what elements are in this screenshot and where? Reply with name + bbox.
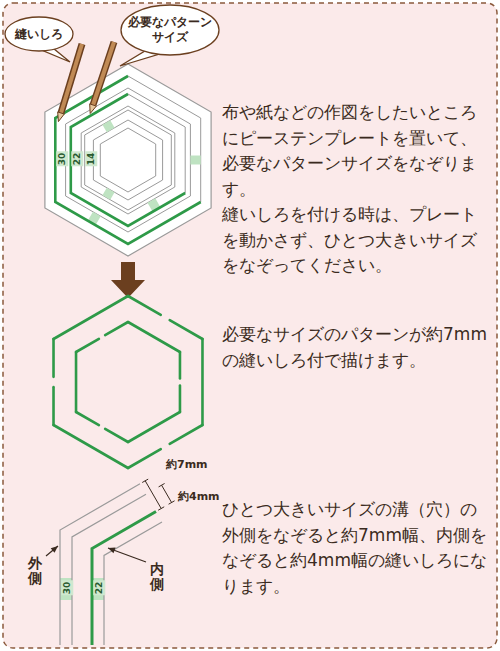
pattern-line — [54, 296, 128, 339]
pattern-line — [105, 322, 128, 335]
bubble-body — [5, 17, 73, 51]
slot-bridge — [106, 123, 110, 131]
body-text: ひとつ大きいサイズの溝（穴）の外側をなぞると約7mm幅、内側をなぞると約4mm幅… — [222, 497, 492, 599]
pencil — [93, 42, 114, 105]
slot-bridge — [92, 214, 97, 223]
slot-edge — [55, 76, 200, 244]
dimension-label: 約7mm — [166, 458, 208, 472]
size-number: 14 — [85, 151, 97, 166]
size-number: 30 — [56, 151, 68, 166]
dimension-tick — [142, 479, 148, 482]
side-label: 内側 — [150, 562, 164, 593]
leader-line — [46, 546, 58, 556]
bubble-text: 縫いしろ — [12, 27, 66, 42]
pattern-line — [76, 412, 99, 425]
slot-edge — [72, 494, 146, 645]
center-hole — [100, 128, 155, 192]
pattern-hexagon — [54, 296, 203, 468]
arrow-head — [108, 548, 116, 554]
speech-bubble: 縫いしろ — [4, 16, 74, 52]
size-number: 30 — [61, 580, 73, 595]
pattern-line — [128, 296, 161, 315]
pencil-tip — [58, 112, 65, 122]
body-text: 必要なサイズのパターンが約7mmの縫いしろ付で描けます。 — [222, 322, 492, 373]
traced-line — [92, 512, 156, 646]
pattern-line — [128, 322, 180, 352]
traced-line — [55, 76, 200, 244]
dimension-line — [145, 481, 161, 509]
pattern-line — [170, 320, 203, 339]
pencil-tip — [90, 104, 97, 114]
dimension-tick — [159, 483, 165, 486]
dimension-label: 約4mm — [178, 490, 220, 504]
pattern-line — [201, 339, 204, 425]
pattern-line — [179, 386, 182, 412]
size-number: 22 — [71, 151, 83, 166]
leader-line — [108, 548, 146, 562]
slot-edge — [85, 110, 172, 210]
pattern-line — [170, 425, 203, 444]
template-illustration — [45, 42, 211, 256]
pattern-line — [52, 339, 55, 377]
pattern-line — [75, 352, 78, 412]
speech-bubble: 必要なパターンサイズ — [120, 4, 220, 56]
pattern-line — [128, 412, 180, 442]
bubble-body — [121, 5, 219, 55]
slot-bridge — [106, 190, 110, 198]
pattern-line — [179, 352, 182, 378]
pattern-line — [105, 429, 128, 442]
slot-edge — [66, 88, 191, 232]
dimension-tick — [169, 501, 175, 504]
slot-edge — [81, 106, 175, 214]
pencil — [61, 44, 82, 113]
body-text: 布や紙などの作図をしたいところにピーステンプレートを置いて、必要なパターンサイズ… — [222, 100, 492, 202]
slot-bridge — [151, 201, 156, 210]
side-label: 外側 — [28, 556, 42, 587]
dimension-tick — [158, 507, 164, 510]
size-number: 22 — [93, 580, 105, 595]
pattern-line — [76, 339, 99, 352]
pattern-line — [52, 387, 55, 425]
seam-detail — [46, 479, 175, 645]
slot-edge — [93, 120, 162, 200]
bubble-text: 必要なパターンサイズ — [128, 15, 212, 45]
pencil — [93, 42, 114, 105]
dimension-line — [162, 485, 172, 502]
pattern-line — [128, 449, 161, 468]
body-text: 縫いしろを付ける時は、プレートを動かさず、ひとつ大きいサイズをなぞってください。 — [222, 202, 492, 279]
arrow-head — [51, 546, 58, 553]
slot-edge — [71, 94, 185, 226]
bubble-join — [34, 41, 46, 47]
down-arrow — [111, 262, 145, 298]
panel-border — [3, 3, 497, 648]
pencil — [61, 44, 82, 113]
traced-line — [71, 94, 185, 226]
pattern-line — [54, 425, 128, 468]
slot-bridge — [190, 156, 200, 165]
bubble-join — [152, 45, 164, 53]
